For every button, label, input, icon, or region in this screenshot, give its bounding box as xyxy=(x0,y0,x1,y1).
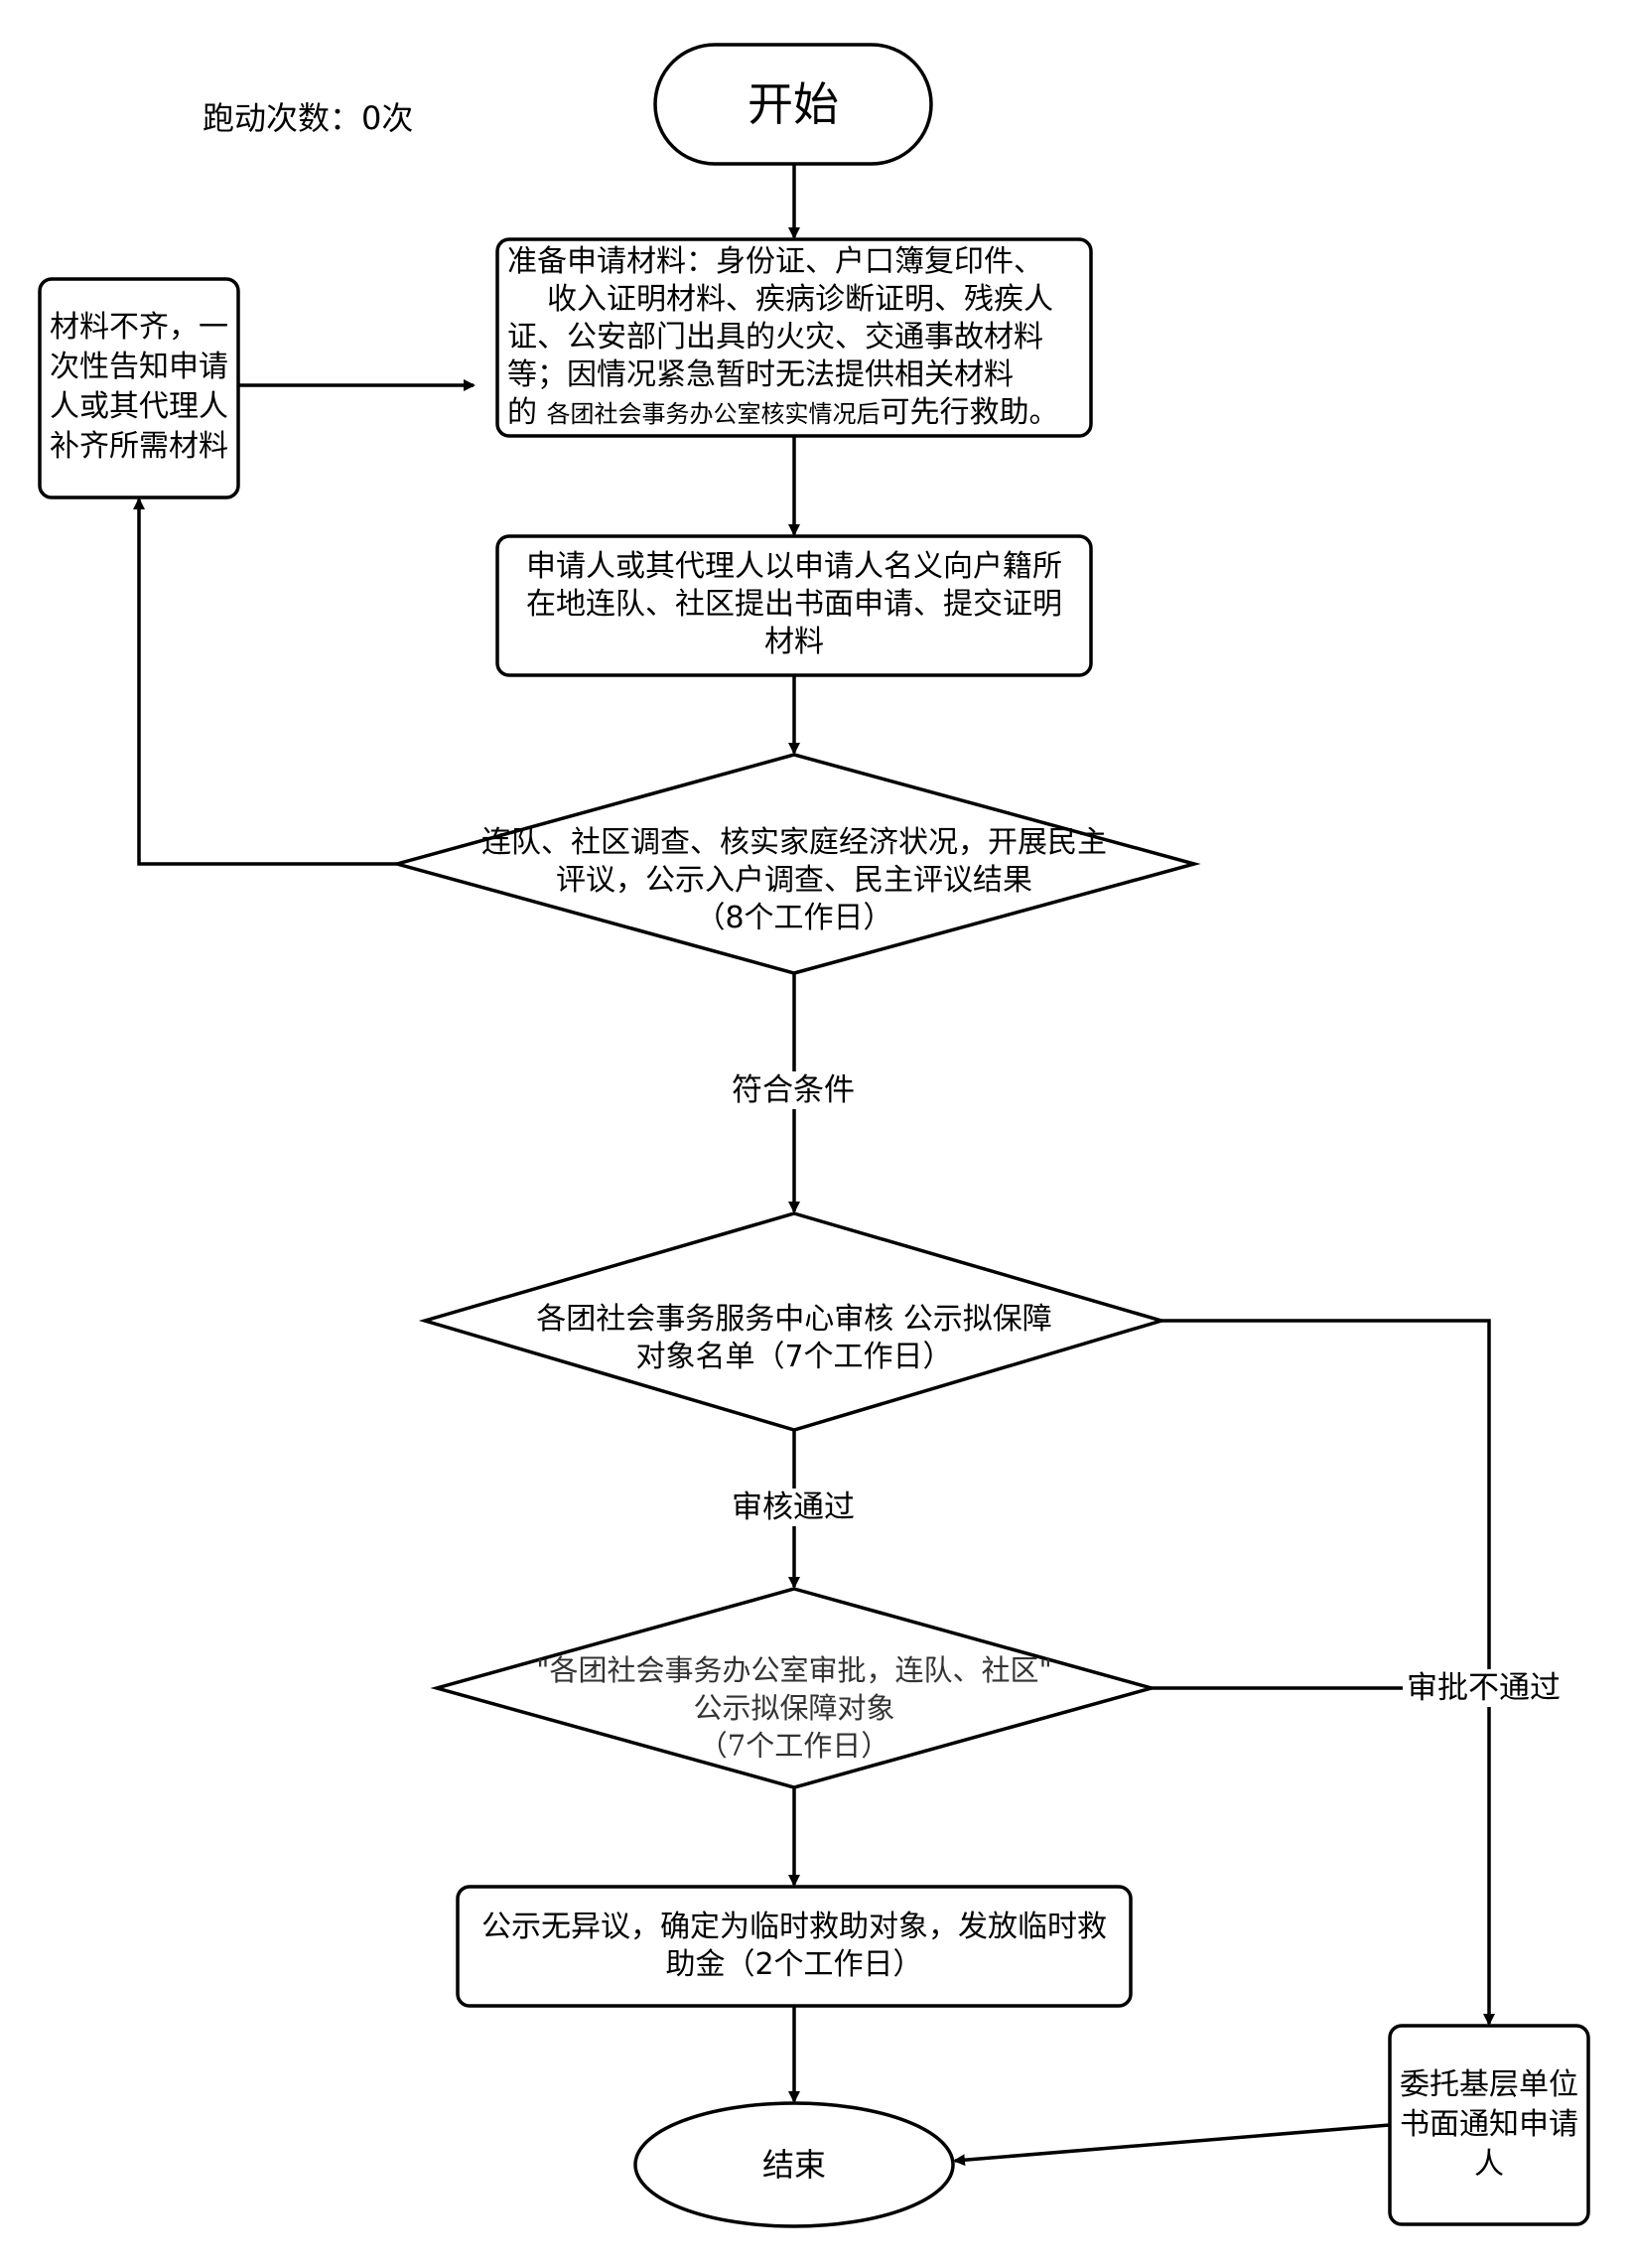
prepare-line-3: 证、公安部门出具的火灾、交通事故材料 xyxy=(507,320,1043,354)
prepare-materials-text: 准备申请材料：身份证、户口簿复印件、 收入证明材料、疾病诊断证明、残疾人 证、公… xyxy=(501,243,1093,433)
notify-applicant-text: 委托基层单位 书面通知申请 人 xyxy=(1390,2065,1588,2185)
edge-label-eligible: 符合条件 xyxy=(728,1071,859,1109)
arrow-review-reject xyxy=(1161,1319,1495,2026)
edge-label-passed: 审核通过 xyxy=(728,1488,859,1526)
review-text: 各团社会事务服务中心审核 公示拟保障 对象名单（7个工作日） xyxy=(496,1301,1092,1376)
notify-line-2: 书面通知申请 xyxy=(1400,2107,1578,2142)
arrow-notify-to-end xyxy=(953,2123,1391,2167)
end-terminator-shape xyxy=(633,2101,955,2228)
incomplete-line-2: 次性告知申请 xyxy=(50,350,228,384)
notify-line-3: 人 xyxy=(1474,2147,1504,2182)
notify-line-1: 委托基层单位 xyxy=(1400,2067,1578,2102)
prepare-line-1: 准备申请材料：身份证、户口簿复印件、 xyxy=(507,244,1043,279)
approve-line-3: （7个工作日） xyxy=(698,1729,890,1763)
start-node-label: 开始 xyxy=(748,77,839,131)
approval-text: "各团社会事务办公室审批，连队、社区" 公示拟保障对象 （7个工作日） xyxy=(516,1651,1072,1765)
grant-assistance-text: 公示无异议，确定为临时救助对象，发放临时救 助金（2个工作日） xyxy=(462,1909,1127,1984)
approve-line-2: 公示拟保障对象 xyxy=(693,1691,895,1725)
end-node-label: 结束 xyxy=(761,2146,826,2184)
run-count-label: 跑动次数：0次 xyxy=(203,99,414,137)
grant-line-2: 助金（2个工作日） xyxy=(665,1947,923,1982)
approve-line-1: "各团社会事务办公室审批，连队、社区" xyxy=(536,1653,1052,1687)
investigate-line-3: （8个工作日） xyxy=(695,901,893,935)
arrow-investigate-to-incomplete xyxy=(133,497,397,866)
prepare-line-5b: 各团社会事务办公室核实情况后 xyxy=(546,400,881,428)
investigation-text: 连队、社区调查、核实家庭经济状况，开展民主 评议，公示入户调查、民主评议结果 （… xyxy=(437,824,1152,937)
incomplete-materials-text: 材料不齐，一 次性告知申请 人或其代理人 补齐所需材料 xyxy=(40,308,238,467)
apply-line-3: 材料 xyxy=(764,625,824,659)
prepare-line-2: 收入证明材料、疾病诊断证明、残疾人 xyxy=(547,282,1053,317)
prepare-line-5a: 的 xyxy=(507,395,547,430)
submit-application-text: 申请人或其代理人以申请人名义向户籍所 在地连队、社区提出书面申请、提交证明 材料 xyxy=(501,548,1087,661)
prepare-line-5c: 可先行救助。 xyxy=(880,395,1059,430)
review-line-1: 各团社会事务服务中心审核 公示拟保障 xyxy=(536,1302,1052,1337)
edge-label-rejected: 审批不通过 xyxy=(1403,1669,1565,1707)
investigate-line-2: 评议，公示入户调查、民主评议结果 xyxy=(556,863,1032,898)
review-line-2: 对象名单（7个工作日） xyxy=(635,1340,953,1374)
incomplete-line-1: 材料不齐，一 xyxy=(50,310,228,345)
grant-line-1: 公示无异议，确定为临时救助对象，发放临时救 xyxy=(481,1910,1107,1944)
prepare-line-4: 等；因情况紧急暂时无法提供相关材料 xyxy=(507,357,1014,392)
apply-line-1: 申请人或其代理人以申请人名义向户籍所 xyxy=(526,549,1062,584)
prepare-line-5: 的 各团社会事务办公室核实情况后可先行救助。 xyxy=(507,394,1093,433)
apply-line-2: 在地连队、社区提出书面申请、提交证明 xyxy=(526,587,1062,622)
investigate-line-1: 连队、社区调查、核实家庭经济状况，开展民主 xyxy=(481,825,1107,860)
incomplete-line-4: 补齐所需材料 xyxy=(50,429,228,464)
incomplete-line-3: 人或其代理人 xyxy=(50,389,228,424)
